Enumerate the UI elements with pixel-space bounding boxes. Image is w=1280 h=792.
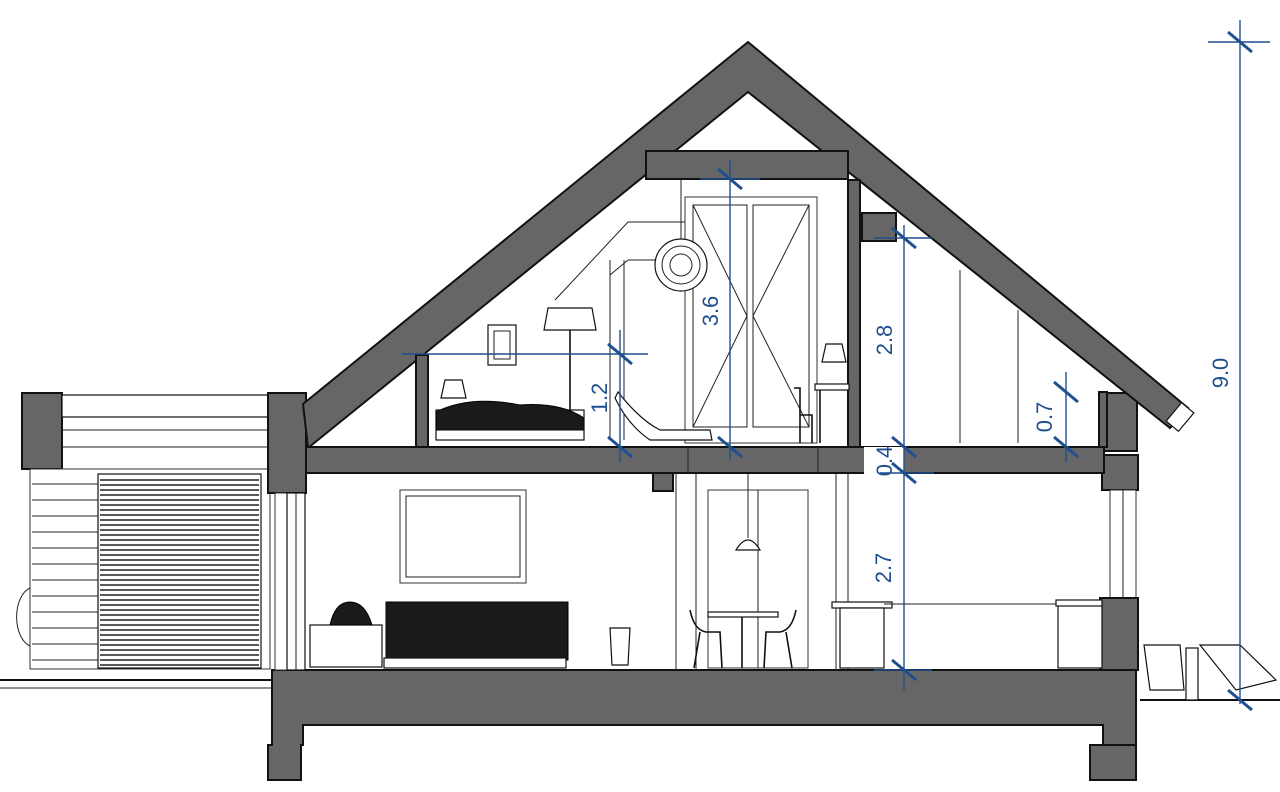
sofa xyxy=(385,601,569,661)
ground xyxy=(0,679,1280,701)
pendant-lamp-inner xyxy=(661,245,701,285)
sofa-base xyxy=(383,657,567,669)
dim-label-total: 9.0 xyxy=(1208,358,1233,389)
armchair xyxy=(309,624,383,668)
dimension-lines: 9.0 3.6 2.8 1.2 0.7 0.4 2.7 xyxy=(402,20,1270,712)
dim-tick-attic-bottom xyxy=(717,435,743,459)
side-table-vase xyxy=(609,627,631,666)
lounge-chair xyxy=(614,390,713,441)
roof-gutter xyxy=(1165,401,1195,433)
dim-tick-total-top xyxy=(1227,30,1253,54)
outdoor-bench xyxy=(1143,644,1278,701)
dim-label-slab: 0.4 xyxy=(872,446,897,477)
dim-label-attic-side: 2.8 xyxy=(872,325,897,356)
dim-tick-knee-top xyxy=(607,342,633,366)
knee-wall-left xyxy=(415,354,429,448)
garage xyxy=(16,392,273,670)
dim-label-attic: 3.6 xyxy=(698,296,723,327)
attic-interior xyxy=(435,179,1019,444)
pendant-lamp xyxy=(654,238,708,292)
pendant-lamp-core xyxy=(669,253,693,277)
attic-window-swing xyxy=(692,204,748,317)
floor-lamp-shade xyxy=(543,307,597,331)
garage-fascia xyxy=(61,394,273,418)
dim-tick-attic-top xyxy=(717,167,743,191)
garage-parapet xyxy=(21,392,63,470)
attic-window-swing-2 xyxy=(692,315,748,428)
desk-lamp xyxy=(821,343,847,363)
garage-siding xyxy=(32,483,98,661)
garage-door-slats xyxy=(100,479,259,666)
dim-tick-slab-bottom xyxy=(891,461,917,485)
wall-artwork-inner xyxy=(405,495,521,578)
dim-label-low-wall: 0.7 xyxy=(1032,402,1057,433)
dim-tick-knee-bottom xyxy=(607,435,633,459)
pendant-lamp-2 xyxy=(734,539,762,551)
left-wall-top xyxy=(267,392,307,494)
knee-wall-right xyxy=(1098,391,1108,448)
first-floor-slab xyxy=(305,446,1105,474)
garage-door xyxy=(97,473,262,669)
wall-artwork xyxy=(399,489,527,584)
desk-top xyxy=(814,383,850,391)
slab-label-gap xyxy=(864,447,904,477)
desk-chair xyxy=(794,387,813,443)
foundation-slab xyxy=(267,669,1137,781)
dim-tick-attic-side-top xyxy=(891,226,917,250)
dining-chair-right xyxy=(763,609,797,669)
bench-post xyxy=(1185,647,1199,701)
garage-bush xyxy=(16,587,31,647)
dim-label-ground-floor: 2.7 xyxy=(871,553,896,584)
bed-duvet xyxy=(435,400,585,431)
dim-tick-low-wall-top xyxy=(1053,380,1079,404)
dim-tick-ground-floor-bottom xyxy=(891,658,917,682)
kitchen-cabinet-right xyxy=(1057,601,1103,669)
picture-frame-inner xyxy=(493,330,511,360)
attic-partition xyxy=(847,179,861,448)
dim-label-knee: 1.2 xyxy=(587,383,612,414)
right-wall-top xyxy=(1102,392,1138,452)
kitchen-counter-left xyxy=(831,601,893,609)
collar-beam xyxy=(645,150,849,180)
bench-left xyxy=(1143,644,1185,691)
slab-beam xyxy=(652,472,674,492)
dining-chair-left xyxy=(689,609,723,669)
dining-table xyxy=(707,611,779,618)
kitchen-counter-right xyxy=(1055,599,1103,607)
bench-right xyxy=(1198,644,1278,691)
picture-frame xyxy=(487,324,517,366)
right-footing xyxy=(1089,744,1137,781)
armchair-cushion xyxy=(329,601,373,626)
purlin xyxy=(861,212,897,242)
kitchen-cabinet-left xyxy=(839,607,885,669)
dim-tick-low-wall-bottom xyxy=(1053,435,1079,459)
right-wall-sill xyxy=(1099,597,1139,671)
dim-tick-attic-side-bottom xyxy=(891,435,917,459)
attic-window xyxy=(684,196,818,444)
attic-window-swing-3 xyxy=(752,204,810,317)
ground-floor-interior xyxy=(309,473,1103,670)
bedside-lamp xyxy=(440,379,467,399)
dim-tick-total-bottom xyxy=(1227,688,1253,712)
right-wall-beam xyxy=(1101,454,1139,491)
left-wall-insulation xyxy=(274,492,288,671)
